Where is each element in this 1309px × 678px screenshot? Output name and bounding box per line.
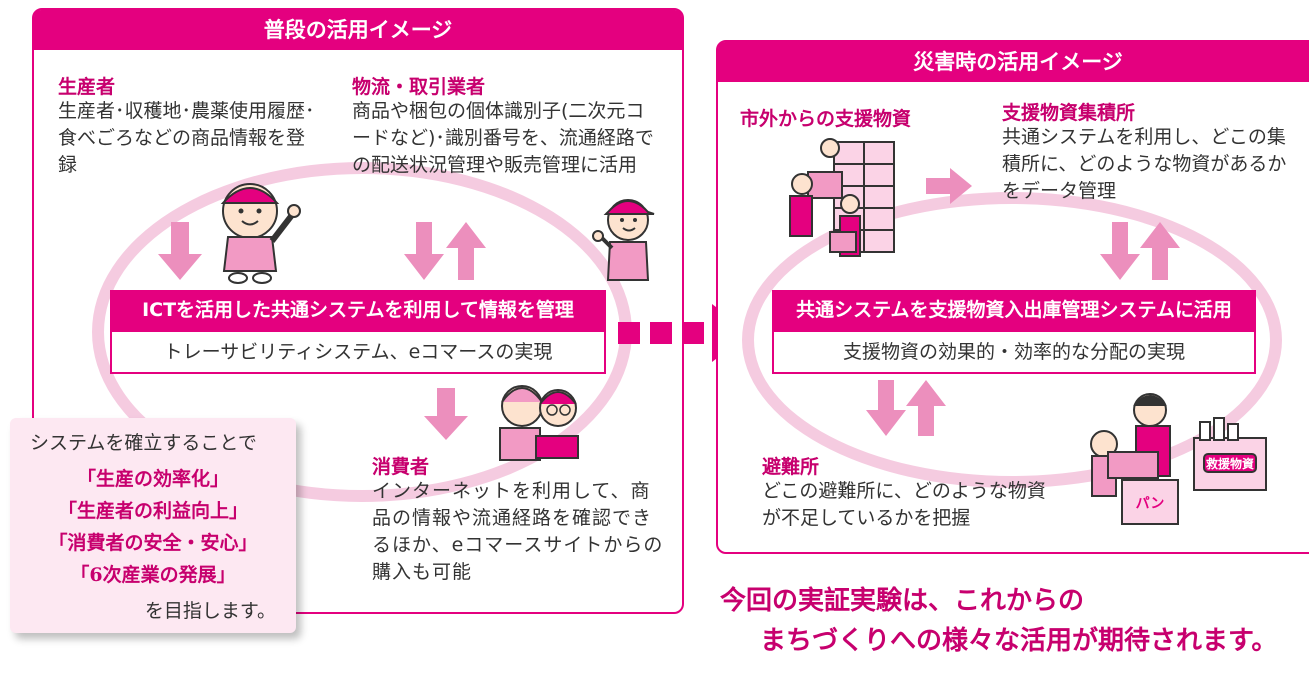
collection-point-desc: 共通システムを利用し、どこの集積所に、どのような物資があるかをデータ管理 — [1002, 126, 1287, 202]
left-result-bar: トレーサビリティシステム、eコマースの実現 — [110, 330, 606, 374]
goals-callout: システムを確立することで 「生産の効率化」 「生産者の利益向上」 「消費者の安全… — [10, 418, 296, 633]
left-panel-title: 普段の活用イメージ — [34, 10, 682, 50]
shelter-desc: どこの避難所に、どのような物資が不足しているかを把握 — [762, 480, 1046, 529]
right-panel-title: 災害時の活用イメージ — [718, 42, 1309, 82]
consumer-illustration — [499, 385, 579, 461]
shelter-illustration: 救援物資 パン — [1090, 393, 1267, 525]
callout-goal-efficiency: 「生産の効率化」 — [76, 468, 229, 490]
consumer-label: 消費者 — [372, 456, 430, 478]
logistics-illustration — [592, 199, 655, 281]
callout-outro: を目指します。 — [144, 600, 276, 622]
connector-dash-1 — [618, 322, 640, 344]
closing-line-2: まちづくりへの様々な活用が期待されます。 — [760, 626, 1278, 656]
collection-down-arrow — [1100, 222, 1140, 280]
callout-goal-sixth-industry: 「6次産業の発展」 — [70, 564, 236, 586]
collection-point-label: 支援物資集積所 — [1002, 102, 1136, 124]
left-system-bar: ICTを活用した共通システムを利用して情報を管理 — [110, 290, 606, 330]
closing-line-1: 今回の実証実験は、これからの — [720, 586, 1085, 616]
bread-box-label: パン — [1136, 496, 1165, 512]
callout-intro: システムを確立することで — [30, 432, 257, 454]
shelter-label: 避難所 — [762, 456, 820, 478]
consumer-down-arrow — [424, 388, 468, 440]
supplies-right-arrow — [926, 168, 972, 204]
warehouse-illustration — [789, 138, 895, 257]
collection-up-arrow — [1140, 222, 1180, 280]
logistics-label: 物流・取引業者 — [352, 76, 486, 98]
logistics-up-arrow — [446, 222, 486, 280]
relief-box-label: 救援物資 — [1206, 456, 1254, 471]
producer-desc: 生産者･収穫地･農薬使用履歴･食べごろなどの商品情報を登録 — [58, 100, 315, 176]
callout-goal-safety: 「消費者の安全・安心」 — [48, 532, 258, 554]
logistics-desc: 商品や梱包の個体識別子(二次元コードなど)･識別番号を、流通経路での配送状況管理… — [352, 100, 654, 176]
shelter-up-arrow — [906, 380, 946, 436]
callout-goal-profit: 「生産者の利益向上」 — [57, 500, 248, 522]
connector-dash-3 — [682, 322, 704, 344]
right-result-bar: 支援物資の効果的・効率的な分配の実現 — [772, 330, 1256, 374]
producer-down-arrow — [158, 222, 202, 280]
producer-illustration — [220, 183, 301, 284]
outside-supplies-label: 市外からの支援物資 — [740, 108, 912, 130]
connector-dash-2 — [650, 322, 672, 344]
shelter-down-arrow — [866, 380, 906, 436]
consumer-desc: インターネットを利用して、商品の情報や流通経路を確認できるほか、eコマースサイト… — [372, 480, 664, 583]
producer-label: 生産者 — [58, 76, 116, 98]
right-system-bar: 共通システムを支援物資入出庫管理システムに活用 — [772, 290, 1256, 330]
logistics-down-arrow — [404, 222, 444, 280]
